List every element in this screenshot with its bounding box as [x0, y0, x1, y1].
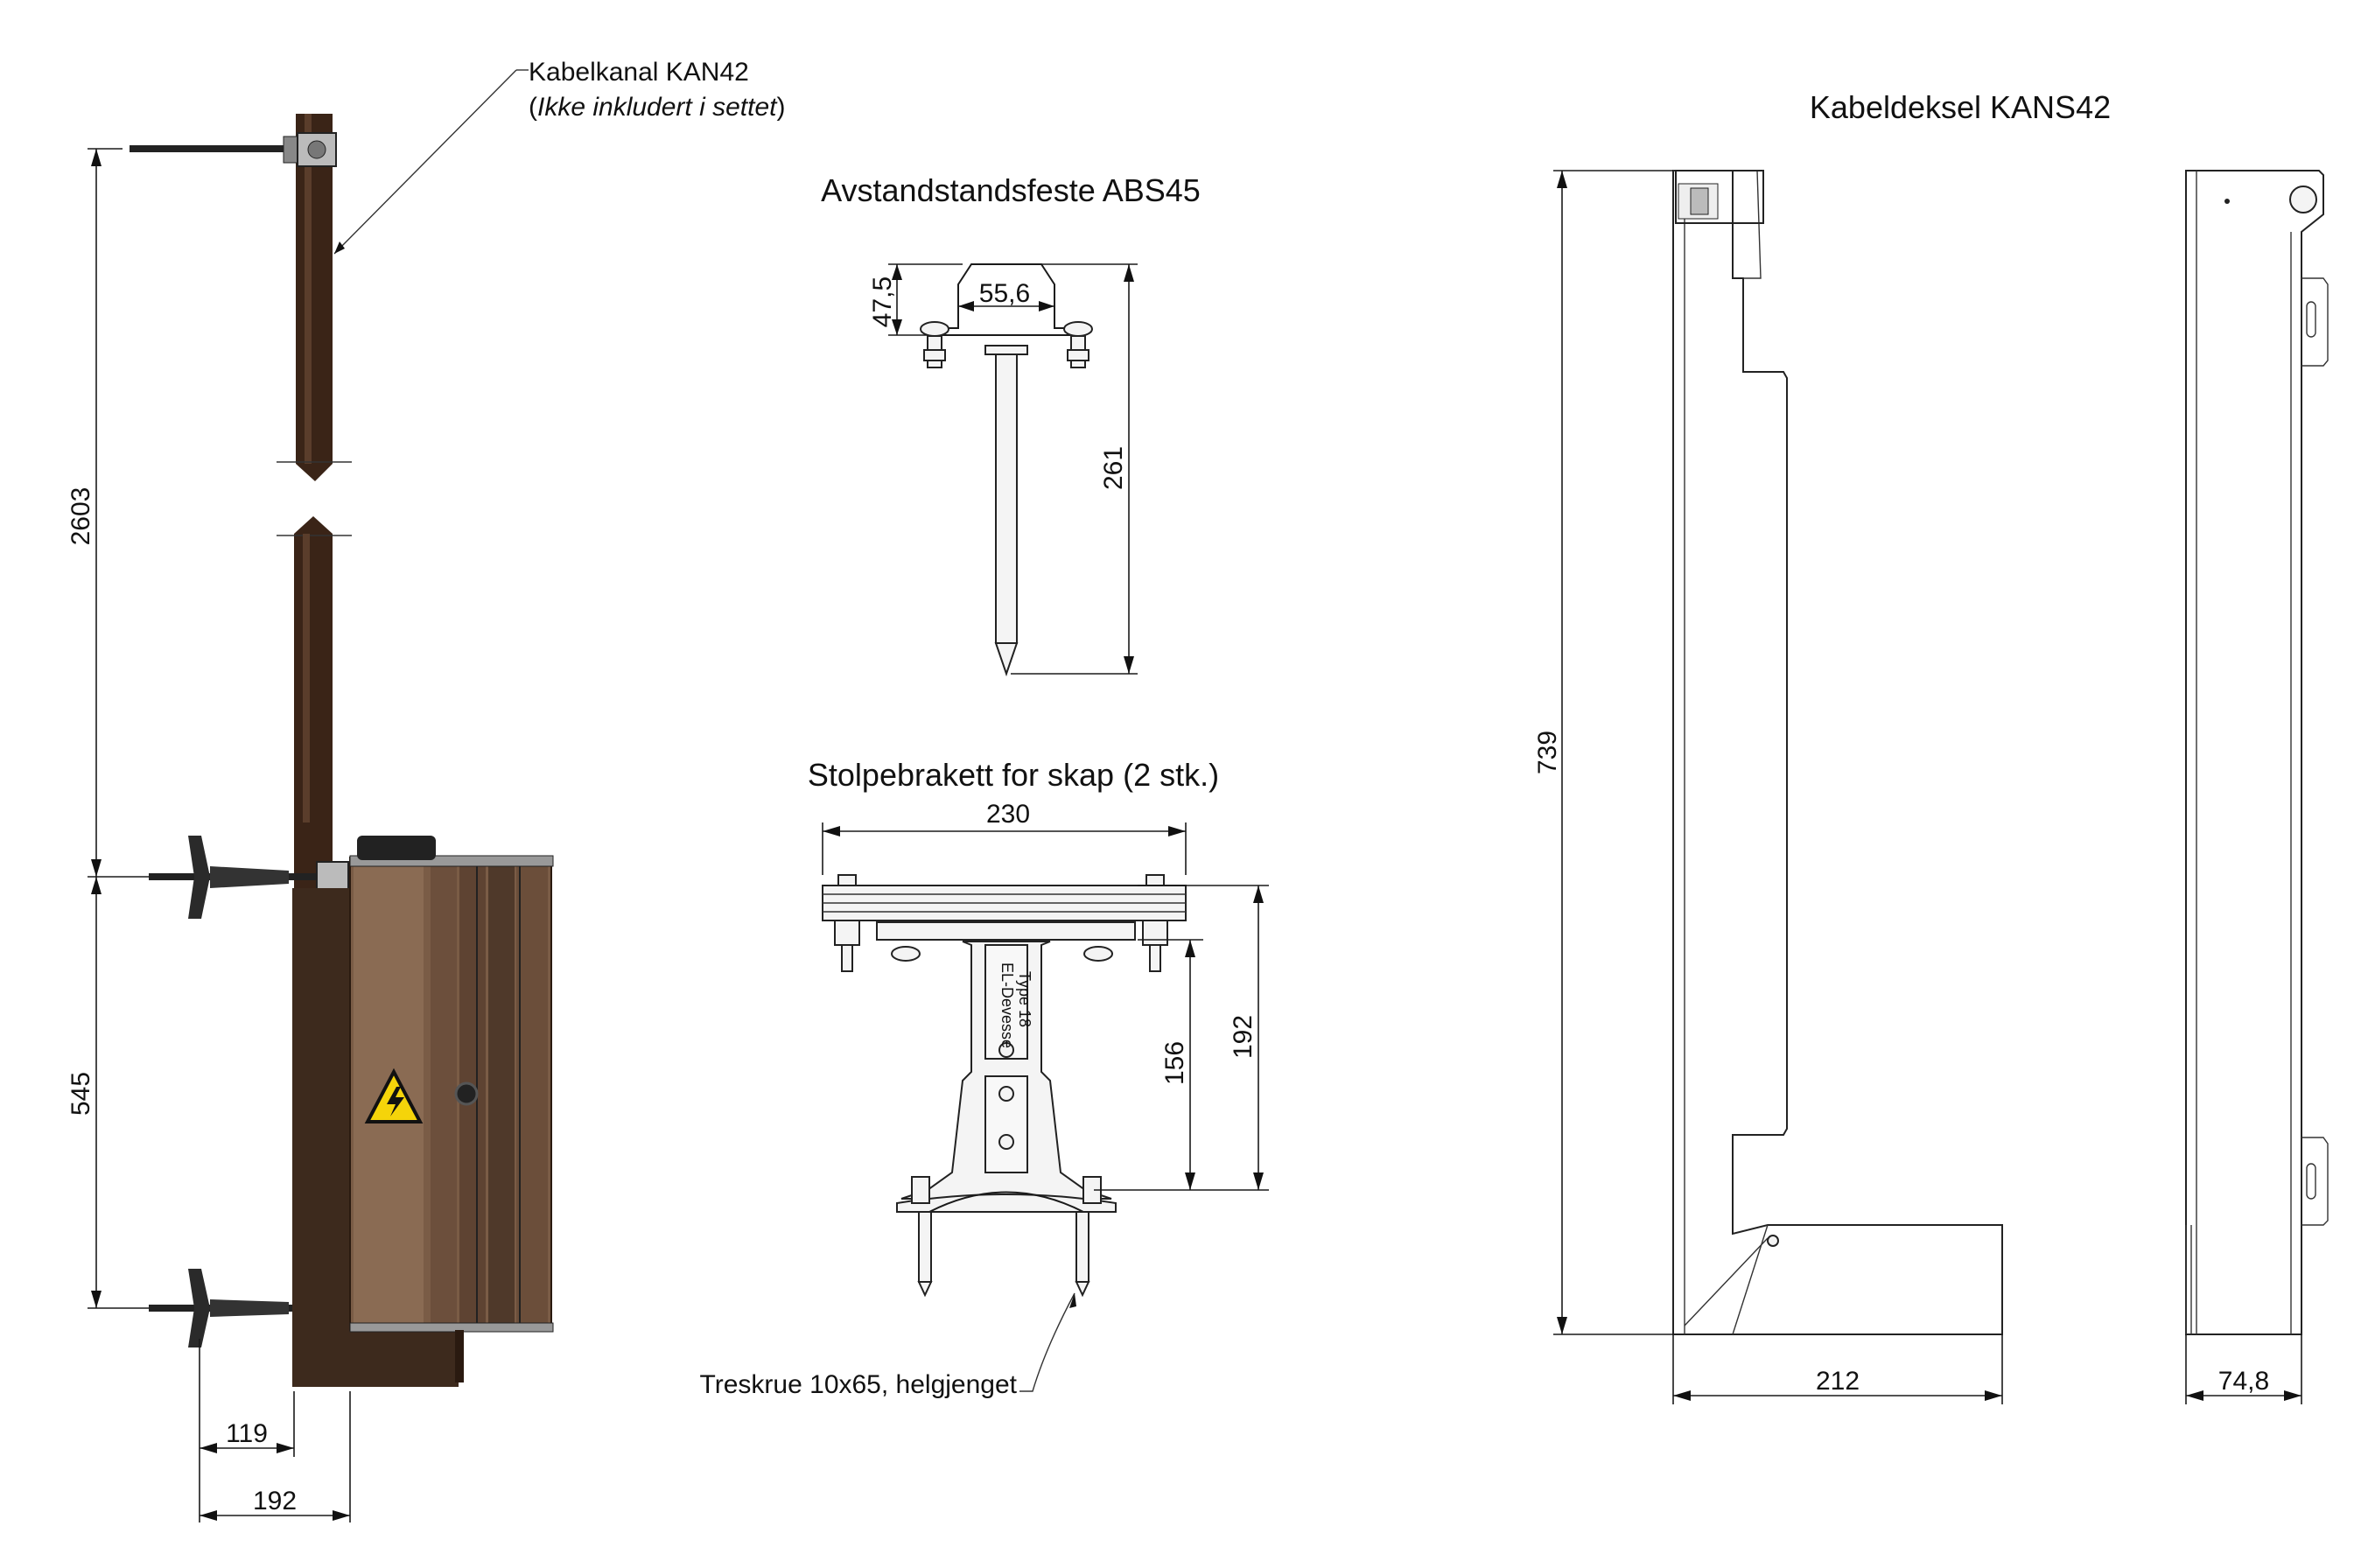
top-bolt	[130, 132, 337, 167]
kans42-title: Kabeldeksel KANS42	[1810, 89, 2111, 125]
dim-119: 119	[226, 1419, 268, 1448]
dim-192-left: 192	[253, 1487, 297, 1516]
dim-192-bracket: 192	[1229, 1015, 1258, 1059]
stolpebrakett-drawing: EL-Devesse Type 18	[822, 822, 1269, 1392]
kan42-label: Kabelkanal KAN42	[529, 58, 749, 87]
bracket-type-text: Type 18	[1016, 971, 1033, 1027]
left-assembly	[88, 69, 554, 1522]
dim-261: 261	[1099, 446, 1128, 490]
dim-739: 739	[1533, 731, 1562, 774]
dim-55-6: 55,6	[979, 279, 1030, 308]
dim-156: 156	[1160, 1041, 1189, 1085]
cable-channel-upper	[277, 114, 352, 481]
dim-47-5: 47,5	[868, 276, 897, 327]
treskrue-label: Treskrue 10x65, helgjenget	[700, 1370, 1018, 1399]
kans42-side-view	[1553, 170, 2003, 1404]
lock-icon	[454, 1082, 479, 1106]
kan42-sublabel: (Ikke inkludert i settet)	[529, 93, 785, 122]
dim-230: 230	[986, 800, 1030, 829]
high-voltage-warning-icon	[364, 1068, 424, 1124]
cabinet	[292, 836, 554, 1387]
dim-212: 212	[1816, 1367, 1860, 1396]
dim-74-8: 74,8	[2218, 1367, 2269, 1396]
stolpebrakett-title: Stolpebrakett for skap (2 stk.)	[808, 757, 1219, 793]
dim-545: 545	[67, 1072, 95, 1116]
kans42-front-view	[2185, 170, 2329, 1404]
bracket-brand-text: EL-Devesse	[998, 962, 1016, 1048]
dim-2603: 2603	[67, 487, 95, 546]
upper-cabinet-bracket	[149, 836, 349, 919]
abs45-drawing	[888, 263, 1138, 677]
abs45-title: Avstandstandsfeste ABS45	[821, 172, 1201, 208]
